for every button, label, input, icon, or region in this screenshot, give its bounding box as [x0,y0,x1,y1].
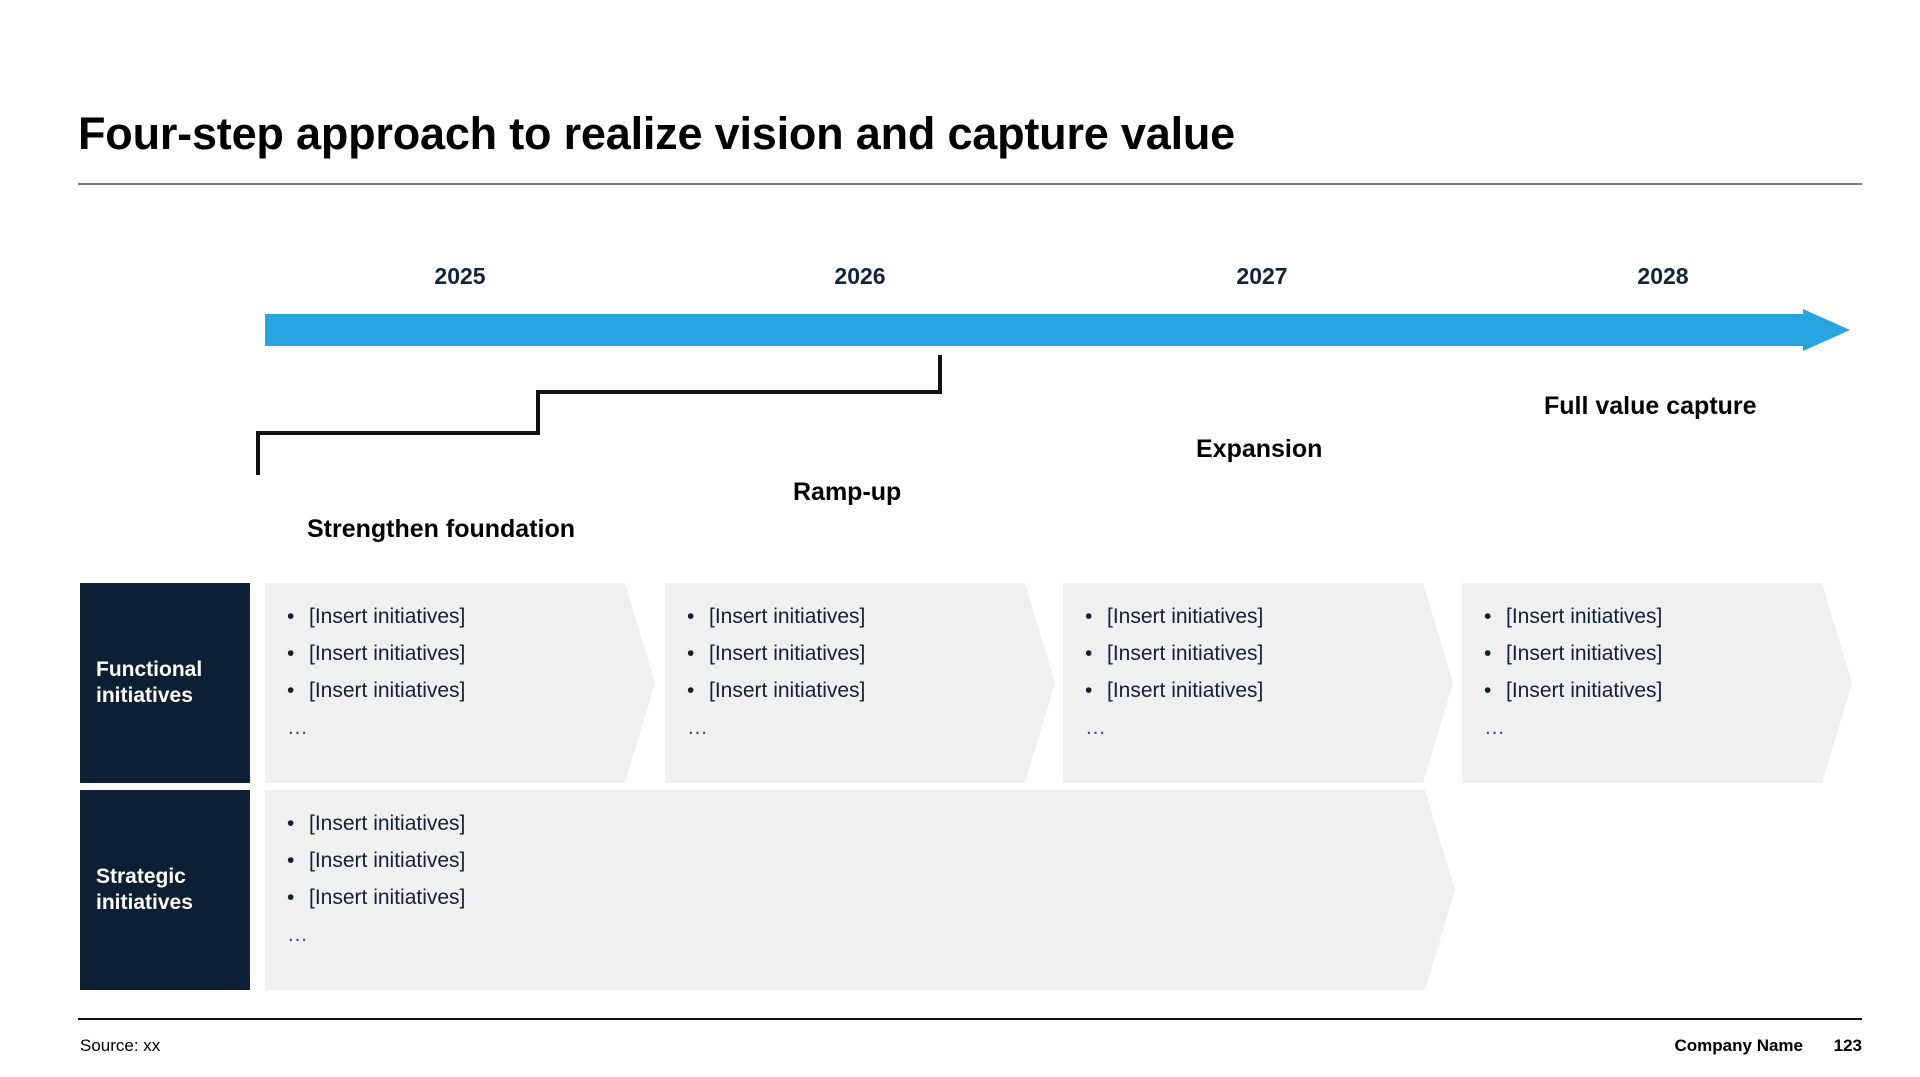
bullet-dot-icon: • [287,849,295,873]
list-item-label: [Insert initiatives] [309,849,466,873]
list-more-ellipsis: … [687,716,710,740]
list-item-label: [Insert initiatives] [1107,642,1264,666]
title-divider [78,183,1862,185]
footer-source: Source: xx [80,1036,161,1055]
page-title: Four-step approach to realize vision and… [78,108,1235,159]
phase-staircase [250,355,1870,535]
list-item: • [Insert initiatives] [1484,605,1662,629]
bullet-list: • [Insert initiatives] • [Insert initiative… [287,812,465,947]
year-label-2027: 2027 [1236,263,1288,289]
row-label-line-1: Strategic [96,865,186,889]
bullet-dot-icon: • [287,886,295,910]
list-item-label: [Insert initiatives] [709,642,866,666]
list-more-ellipsis: … [1085,716,1108,740]
bullet-dot-icon: • [287,642,295,666]
year-label-2028: 2028 [1637,263,1689,289]
list-item-label: [Insert initiatives] [309,605,466,628]
list-item-label: [Insert initiatives] [1506,605,1663,628]
row-label-strategic-initiatives: Strategic initiatives [80,790,250,990]
list-item-label: [Insert initiatives] [309,642,466,666]
phase-label-3: Expansion [1196,435,1323,463]
bullet-list: • [Insert initiatives] • [Insert initiative… [1085,605,1263,740]
list-more-ellipsis: … [287,923,310,947]
list-item: • [Insert initiatives] [287,642,465,666]
list-item: • [Insert initiatives] [1484,642,1662,666]
row-label-functional-initiatives: Functional initiatives [80,583,250,783]
list-item-label: [Insert initiatives] [309,812,466,835]
list-item-label: [Insert initiatives] [709,605,866,628]
bullet-dot-icon: • [1085,679,1093,703]
bullet-list: • [Insert initiatives] • [Insert initiative… [687,605,865,740]
list-item-label: [Insert initiatives] [1506,679,1663,703]
list-item: • [Insert initiatives] [1085,642,1263,666]
bullet-dot-icon: • [1484,642,1492,666]
bullet-list: • [Insert initiatives] • [Insert initiative… [287,605,465,740]
initiative-band: • [Insert initiatives] • [Insert initiative… [1462,583,1852,783]
list-item-label: [Insert initiatives] [1107,679,1264,703]
list-item: • [Insert initiatives] [687,605,865,629]
list-more-ellipsis: … [1484,716,1507,740]
list-item: • [Insert initiatives] [1085,605,1263,629]
bullet-dot-icon: • [1085,642,1093,666]
bullet-dot-icon: • [287,605,295,628]
list-item: • [Insert initiatives] [287,886,465,910]
bullet-dot-icon: • [1484,605,1492,628]
list-item: • [Insert initiatives] [687,679,865,703]
bullet-dot-icon: • [287,812,295,835]
list-item: • [Insert initiatives] [687,642,865,666]
list-item-label: [Insert initiatives] [1107,605,1264,628]
initiative-band: • [Insert initiatives] • [Insert initiative… [665,583,1055,783]
row-label-line-2: initiatives [96,684,193,707]
list-item: • [Insert initiatives] [287,679,465,703]
year-label-2025: 2025 [434,263,486,289]
row-label-line-2: initiatives [96,891,193,914]
list-item: • [Insert initiatives] [287,605,465,629]
list-item-label: [Insert initiatives] [1506,642,1663,666]
bullet-dot-icon: • [687,605,695,628]
footer-divider [78,1018,1862,1020]
year-label-2026: 2026 [834,263,886,289]
bullet-list: • [Insert initiatives] • [Insert initiative… [1484,605,1662,740]
phase-label-4: Full value capture [1544,392,1757,420]
list-item: • [Insert initiatives] [287,849,465,873]
bullet-dot-icon: • [1085,605,1093,628]
initiative-band: • [Insert initiatives] • [Insert initiative… [265,583,655,783]
bullet-dot-icon: • [287,679,295,703]
bullet-dot-icon: • [687,679,695,703]
list-more-ellipsis: … [287,716,310,740]
list-item: • [Insert initiatives] [287,812,465,836]
initiative-band: • [Insert initiatives] • [Insert initiative… [1063,583,1453,783]
list-item-label: [Insert initiatives] [709,679,866,703]
initiative-band: • [Insert initiatives] • [Insert initiative… [265,790,1455,990]
timeline-arrow-icon [265,309,1850,351]
list-item-label: [Insert initiatives] [309,886,466,910]
footer-page-number: 123 [1833,1036,1862,1055]
phase-label-1: Strengthen foundation [307,515,576,543]
list-item-label: [Insert initiatives] [309,679,466,703]
footer-company-name: Company Name [1674,1036,1803,1055]
bullet-dot-icon: • [687,642,695,666]
list-item: • [Insert initiatives] [1085,679,1263,703]
row-label-line-1: Functional [96,658,203,682]
list-item: • [Insert initiatives] [1484,679,1662,703]
bullet-dot-icon: • [1484,679,1492,703]
phase-label-2: Ramp-up [793,478,902,506]
